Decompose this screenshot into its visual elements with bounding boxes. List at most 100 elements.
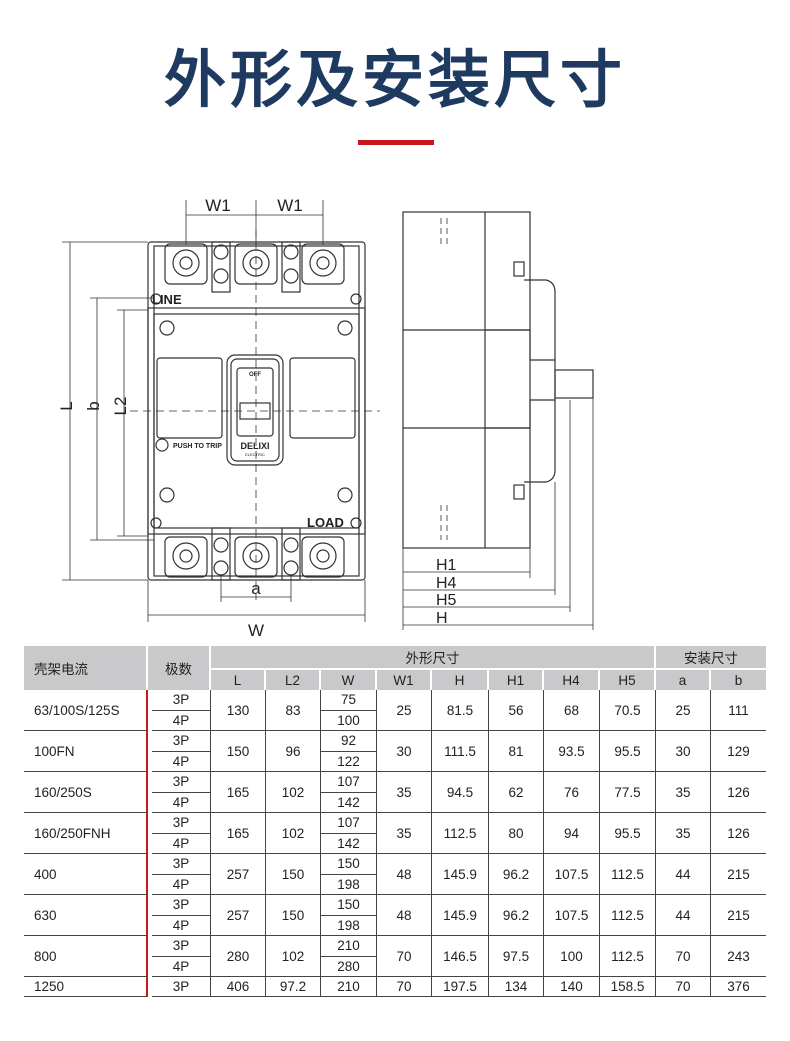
row-poles: 3P xyxy=(152,772,211,793)
row-frame: 100FN xyxy=(24,731,148,772)
row-frame: 160/250FNH xyxy=(24,813,148,854)
row-H1: 56 xyxy=(489,690,544,731)
push-to-trip-label: PUSH TO TRIP xyxy=(173,443,222,450)
row-W: 210 xyxy=(321,977,377,997)
row-W1: 30 xyxy=(377,731,432,772)
row-H5: 70.5 xyxy=(600,690,656,731)
b-label: b xyxy=(84,401,103,410)
row-poles: 4P xyxy=(152,956,211,977)
row-H5: 112.5 xyxy=(600,895,656,936)
row-H4: 68 xyxy=(544,690,600,731)
row-L2: 97.2 xyxy=(266,977,321,997)
load-label: LOAD xyxy=(307,515,344,530)
row-H1: 96.2 xyxy=(489,854,544,895)
bottom-terminals xyxy=(164,527,345,581)
row-poles: 4P xyxy=(152,915,211,936)
center-lines xyxy=(130,230,380,600)
a-label: a xyxy=(251,579,261,598)
row-H5: 112.5 xyxy=(600,854,656,895)
header-col-W: W xyxy=(321,670,377,690)
row-frame: 160/250S xyxy=(24,772,148,813)
cover-screws xyxy=(150,293,362,529)
row-frame: 400 xyxy=(24,854,148,895)
row-H4: 100 xyxy=(544,936,600,977)
row-L2: 96 xyxy=(266,731,321,772)
title-underline xyxy=(358,140,434,145)
row-b: 111 xyxy=(711,690,766,731)
row-a: 30 xyxy=(656,731,711,772)
side-view xyxy=(402,211,594,549)
row-L2: 102 xyxy=(266,936,321,977)
row-W1: 48 xyxy=(377,895,432,936)
h-label: H xyxy=(436,610,448,627)
row-L2: 83 xyxy=(266,690,321,731)
row-L: 165 xyxy=(211,813,266,854)
row-L2: 102 xyxy=(266,772,321,813)
row-frame: 63/100S/125S xyxy=(24,690,148,731)
row-L: 130 xyxy=(211,690,266,731)
row-poles: 3P xyxy=(152,813,211,834)
front-view: LINE LOAD PUSH TO TRIP DELIXI ELECTRIC O… xyxy=(130,230,380,600)
header-col-b: b xyxy=(711,670,766,690)
row-W: 75 xyxy=(321,690,377,711)
row-poles: 3P xyxy=(152,854,211,875)
row-H4: 76 xyxy=(544,772,600,813)
row-poles: 4P xyxy=(152,792,211,813)
row-W1: 70 xyxy=(377,977,432,997)
w-label: W xyxy=(248,621,264,640)
row-W1: 35 xyxy=(377,813,432,854)
row-H5: 112.5 xyxy=(600,936,656,977)
row-H1: 134 xyxy=(489,977,544,997)
row-W: 100 xyxy=(321,710,377,731)
h5-label: H5 xyxy=(436,592,457,609)
front-dimensions: W1 W1 L b L2 a W xyxy=(57,196,366,640)
row-frame: 630 xyxy=(24,895,148,936)
row-H: 94.5 xyxy=(432,772,489,813)
row-H5: 95.5 xyxy=(600,731,656,772)
row-W: 198 xyxy=(321,915,377,936)
off-label: OFF xyxy=(249,372,261,378)
row-L: 150 xyxy=(211,731,266,772)
w1-label-left: W1 xyxy=(205,196,231,215)
row-H4: 140 xyxy=(544,977,600,997)
row-L: 280 xyxy=(211,936,266,977)
row-b: 376 xyxy=(711,977,766,997)
l2-label: L2 xyxy=(111,397,130,416)
w1-label-right: W1 xyxy=(277,196,303,215)
row-W1: 48 xyxy=(377,854,432,895)
row-H5: 158.5 xyxy=(600,977,656,997)
row-b: 243 xyxy=(711,936,766,977)
row-b: 129 xyxy=(711,731,766,772)
row-L: 257 xyxy=(211,895,266,936)
row-H4: 93.5 xyxy=(544,731,600,772)
row-poles: 4P xyxy=(152,710,211,731)
dimension-drawing: LINE LOAD PUSH TO TRIP DELIXI ELECTRIC O… xyxy=(57,196,594,640)
top-terminals xyxy=(164,241,345,293)
row-poles: 3P xyxy=(152,731,211,752)
row-H1: 81 xyxy=(489,731,544,772)
header-col-H: H xyxy=(432,670,489,690)
row-W: 150 xyxy=(321,895,377,916)
row-b: 126 xyxy=(711,813,766,854)
row-a: 70 xyxy=(656,936,711,977)
row-H1: 97.5 xyxy=(489,936,544,977)
header-frame-current: 壳架电流 xyxy=(24,646,148,690)
side-dimensions: H1 H4 H5 H xyxy=(402,398,594,630)
h4-label: H4 xyxy=(436,575,457,592)
l-label: L xyxy=(57,401,76,410)
h1-label: H1 xyxy=(436,557,457,574)
row-H1: 96.2 xyxy=(489,895,544,936)
brand-sub-label: ELECTRIC xyxy=(245,452,265,457)
row-L: 257 xyxy=(211,854,266,895)
row-poles: 3P xyxy=(152,895,211,916)
row-poles: 3P xyxy=(152,690,211,711)
row-a: 25 xyxy=(656,690,711,731)
row-H4: 94 xyxy=(544,813,600,854)
header-col-L: L xyxy=(211,670,266,690)
row-L: 165 xyxy=(211,772,266,813)
row-W1: 35 xyxy=(377,772,432,813)
header-col-H5: H5 xyxy=(600,670,656,690)
row-H1: 62 xyxy=(489,772,544,813)
row-W: 210 xyxy=(321,936,377,957)
row-H4: 107.5 xyxy=(544,895,600,936)
